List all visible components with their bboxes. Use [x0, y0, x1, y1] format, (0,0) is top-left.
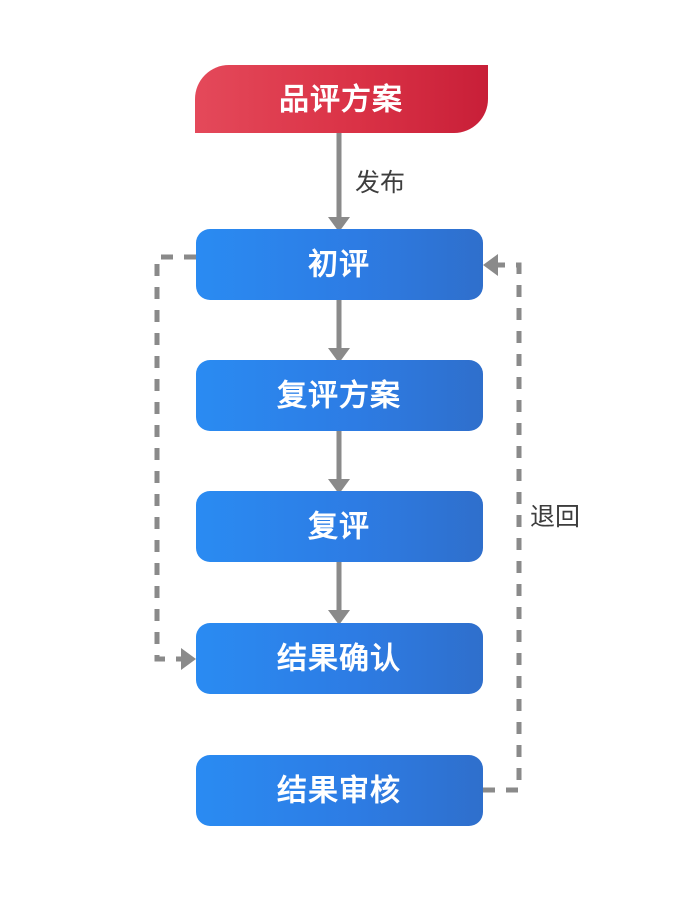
edge-fuping-jgqr: [328, 562, 350, 625]
edge-publish-arrowhead: [328, 217, 350, 232]
edge-publish-label: 发布: [355, 169, 405, 197]
node-jieguoqueren-shape[interactable]: [196, 623, 483, 694]
node-jieguoshenhe[interactable]: 结果审核: [196, 755, 483, 826]
node-chuping-shape[interactable]: [196, 229, 483, 300]
edge-return: 退回: [483, 254, 580, 793]
node-jieguoqueren[interactable]: 结果确认: [196, 623, 483, 694]
node-fupingfangan[interactable]: 复评方案: [196, 360, 483, 431]
edge-return-arrowhead: [483, 254, 498, 276]
node-fuping-shape[interactable]: [196, 491, 483, 562]
edge-fpfa-fuping-arrowhead: [328, 479, 350, 494]
edge-publish: 发布: [328, 133, 405, 232]
node-start-label: 品评方案: [279, 83, 403, 117]
edge-chuping-fpfa-arrowhead: [328, 348, 350, 363]
node-jieguoqueren-label: 结果确认: [277, 642, 401, 676]
node-fuping[interactable]: 复评: [196, 491, 483, 562]
node-chuping-label: 初评: [308, 249, 370, 282]
edge-bypass-line: [154, 254, 196, 662]
node-start[interactable]: 品评方案: [195, 65, 488, 133]
node-start-shape[interactable]: [195, 65, 488, 133]
edge-bypass-arrowhead: [181, 648, 196, 670]
node-chuping[interactable]: 初评: [196, 229, 483, 300]
edge-return-label: 退回: [530, 503, 580, 531]
node-fupingfangan-label: 复评方案: [277, 379, 401, 413]
node-jieguoshenhe-label: 结果审核: [277, 774, 401, 808]
node-fuping-label: 复评: [308, 511, 370, 544]
edge-fuping-jgqr-arrowhead: [328, 610, 350, 625]
edge-return-line: [483, 262, 522, 793]
edge-chuping-fpfa: [328, 300, 350, 363]
node-jieguoshenhe-shape[interactable]: [196, 755, 483, 826]
node-fupingfangan-shape[interactable]: [196, 360, 483, 431]
edge-bypass: [154, 254, 196, 670]
edge-fpfa-fuping: [328, 431, 350, 494]
